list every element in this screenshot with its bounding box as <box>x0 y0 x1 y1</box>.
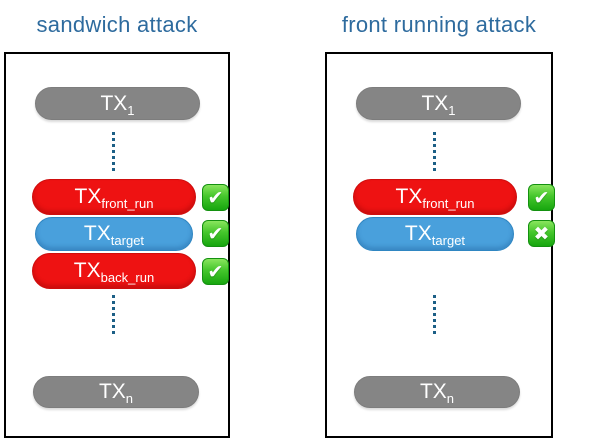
tx-front-run-pill: TXfront_run <box>32 179 196 215</box>
tx-target-label: TXtarget <box>404 222 466 249</box>
ellipsis-dots-upper <box>433 132 436 174</box>
tx-back-run-label: TXback_run <box>73 259 155 286</box>
tx-back-run-pill: TXback_run <box>32 253 196 289</box>
tx1-label: TX1 <box>100 91 135 118</box>
ellipsis-dots-lower <box>433 295 436 337</box>
checkmark-icon: ✔ <box>202 184 229 211</box>
ellipsis-dots-upper <box>112 132 115 174</box>
tx-front-run-label: TXfront_run <box>395 185 475 212</box>
tx1-pill: TX1 <box>356 87 521 120</box>
front-running-attack-box: TX1 TXfront_run ✔ TXtarget ✖ TXn <box>325 52 555 438</box>
txn-label: TXn <box>419 380 455 407</box>
ellipsis-dots-lower <box>112 295 115 337</box>
txn-pill: TXn <box>354 376 520 408</box>
front-running-attack-title: front running attack <box>341 12 537 37</box>
tx-target-pill: TXtarget <box>35 217 193 251</box>
tx-target-label: TXtarget <box>83 222 145 249</box>
sandwich-attack-box: TX1 TXfront_run ✔ TXtarget ✔ TXback_run … <box>4 52 230 438</box>
tx-target-pill: TXtarget <box>356 217 514 251</box>
checkmark-icon: ✔ <box>202 258 229 285</box>
cross-icon: ✖ <box>528 220 555 247</box>
txn-pill: TXn <box>33 376 199 408</box>
checkmark-icon: ✔ <box>202 220 229 247</box>
tx1-pill: TX1 <box>35 87 200 120</box>
sandwich-attack-title: sandwich attack <box>36 12 198 37</box>
tx-front-run-pill: TXfront_run <box>353 179 517 215</box>
txn-label: TXn <box>98 380 134 407</box>
checkmark-icon: ✔ <box>528 184 555 211</box>
tx-front-run-label: TXfront_run <box>74 185 154 212</box>
tx1-label: TX1 <box>421 91 456 118</box>
